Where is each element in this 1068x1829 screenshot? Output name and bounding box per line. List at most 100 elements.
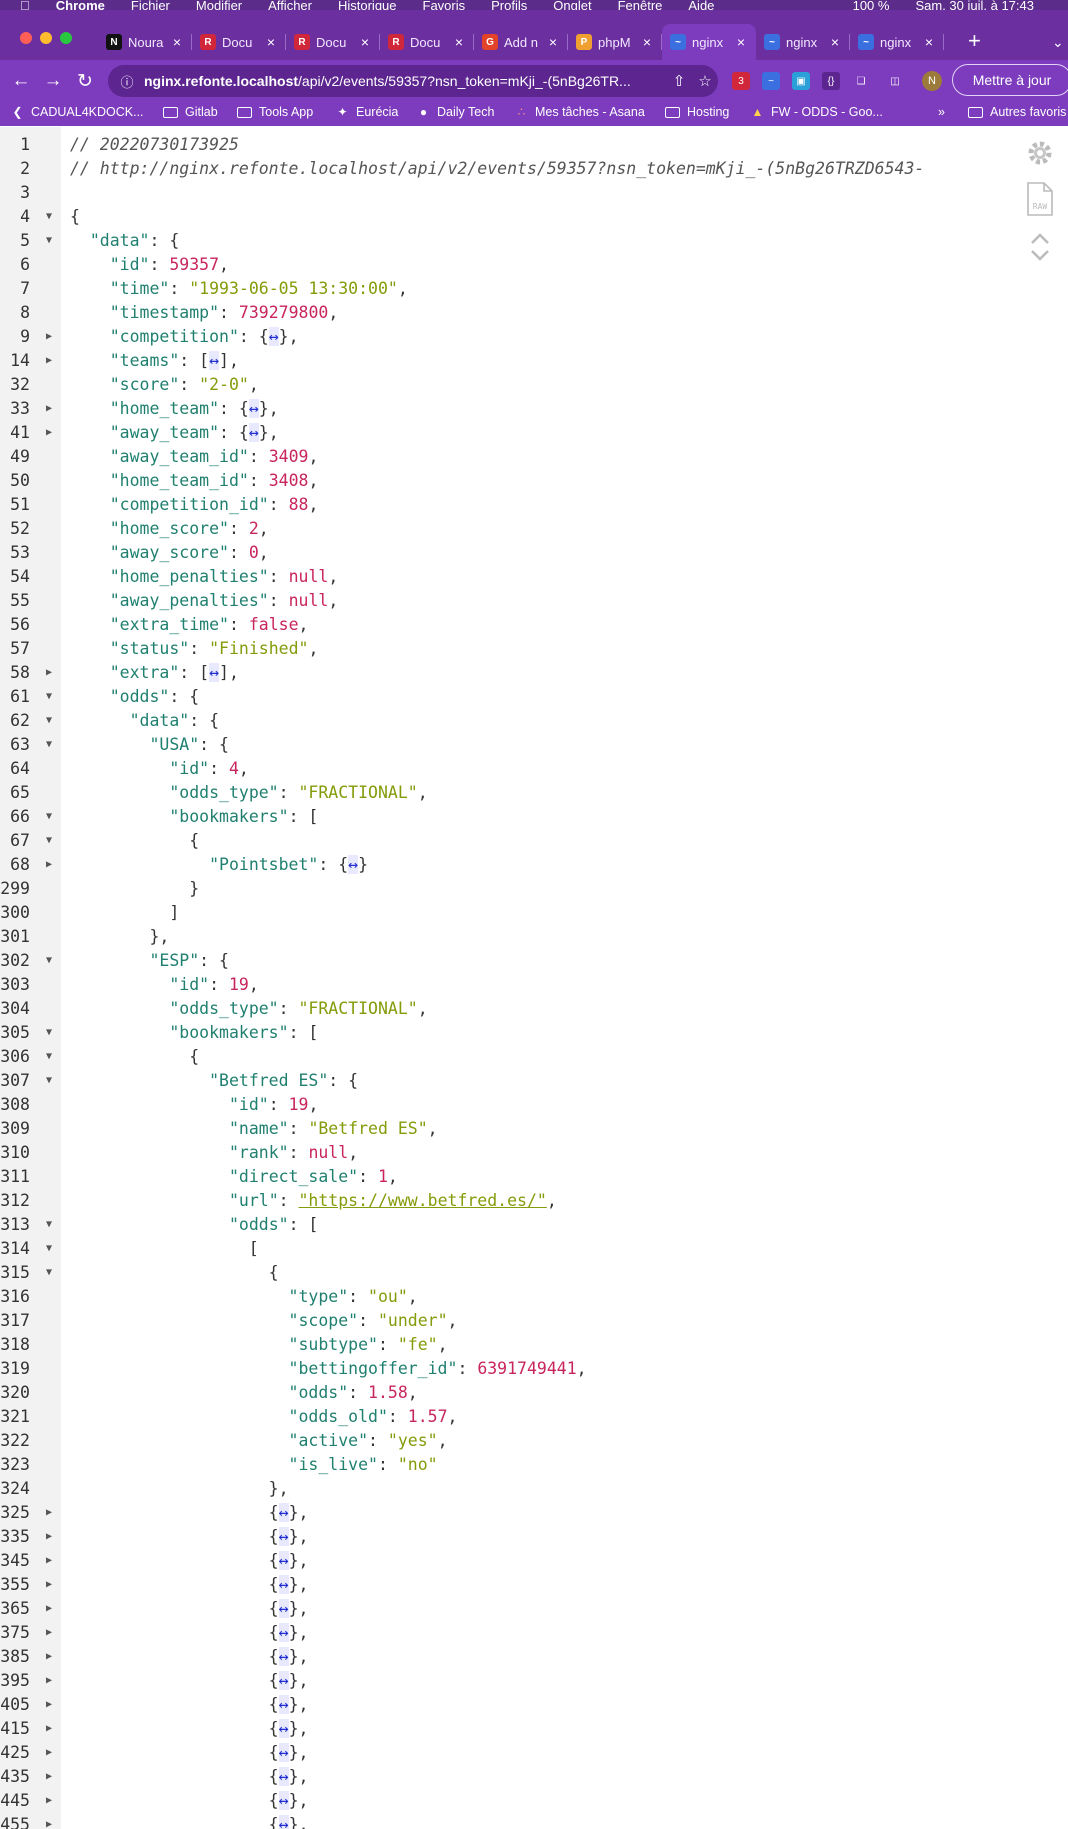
- fold-collapsed-icon[interactable]: ▶: [45, 1699, 53, 1710]
- tab-close-icon[interactable]: ×: [924, 34, 934, 50]
- extension-window-icon[interactable]: ▣: [792, 72, 810, 90]
- fold-collapsed-icon[interactable]: ▶: [45, 859, 53, 870]
- site-info-icon[interactable]: ⓘ: [120, 74, 134, 90]
- fold-expanded-icon[interactable]: ▼: [45, 1267, 53, 1278]
- collapse-all-icon[interactable]: [1031, 233, 1049, 244]
- maximize-window-button[interactable]: [60, 32, 72, 44]
- apple-icon[interactable]: : [20, 0, 30, 10]
- menu-app-name[interactable]: Chrome: [46, 0, 105, 10]
- expand-collapsed-button[interactable]: ↔: [278, 1743, 289, 1762]
- bookmark-gitlab[interactable]: Gitlab: [163, 105, 218, 119]
- fold-collapsed-icon[interactable]: ▶: [45, 331, 53, 342]
- menu-aide[interactable]: Aide: [678, 0, 714, 10]
- fold-collapsed-icon[interactable]: ▶: [45, 1771, 53, 1782]
- tab-close-icon[interactable]: ×: [454, 34, 464, 50]
- fold-collapsed-icon[interactable]: ▶: [45, 1603, 53, 1614]
- extension-calendar-icon[interactable]: 3: [732, 72, 750, 90]
- bookmark-asana[interactable]: ∴Mes tâches - Asana: [514, 105, 645, 119]
- expand-collapsed-button[interactable]: ↔: [278, 1791, 289, 1810]
- expand-all-icon[interactable]: [1031, 250, 1049, 261]
- fold-collapsed-icon[interactable]: ▶: [45, 403, 53, 414]
- menu-historique[interactable]: Historique: [328, 0, 397, 10]
- expand-collapsed-button[interactable]: ↔: [278, 1575, 289, 1594]
- fold-collapsed-icon[interactable]: ▶: [45, 1651, 53, 1662]
- expand-collapsed-button[interactable]: ↔: [278, 1671, 289, 1690]
- settings-gear-icon[interactable]: [1028, 141, 1052, 165]
- side-panel-icon[interactable]: ◫: [890, 75, 900, 87]
- profile-avatar[interactable]: N: [922, 71, 942, 91]
- tab-close-icon[interactable]: ×: [642, 34, 652, 50]
- reload-button[interactable]: ↻: [77, 70, 93, 92]
- bookmark-star-icon[interactable]: ☆: [698, 73, 712, 90]
- tab-close-icon[interactable]: ×: [172, 34, 182, 50]
- tab-close-icon[interactable]: ×: [736, 34, 746, 50]
- expand-collapsed-button[interactable]: ↔: [278, 1719, 289, 1738]
- fold-expanded-icon[interactable]: ▼: [45, 739, 53, 750]
- fold-expanded-icon[interactable]: ▼: [45, 1243, 53, 1254]
- tab-close-icon[interactable]: ×: [830, 34, 840, 50]
- fold-expanded-icon[interactable]: ▼: [45, 835, 53, 846]
- expand-collapsed-button[interactable]: ↔: [278, 1599, 289, 1618]
- bookmark-tools-app[interactable]: Tools App: [237, 105, 313, 119]
- tab-close-icon[interactable]: ×: [548, 34, 558, 50]
- menu-modifier[interactable]: Modifier: [186, 0, 242, 10]
- fold-expanded-icon[interactable]: ▼: [45, 235, 53, 246]
- address-bar[interactable]: ⓘ nginx.refonte.localhost/api/v2/events/…: [108, 65, 718, 97]
- expand-collapsed-button[interactable]: ↔: [278, 1815, 289, 1829]
- expand-collapsed-button[interactable]: ↔: [278, 1647, 289, 1666]
- bookmark-eurecia[interactable]: ✦Eurécia: [335, 105, 398, 119]
- menu-fenetre[interactable]: Fenêtre: [607, 0, 663, 10]
- extension-json-icon[interactable]: {}: [822, 72, 840, 90]
- fold-collapsed-icon[interactable]: ▶: [45, 1747, 53, 1758]
- expand-collapsed-button[interactable]: ↔: [209, 351, 220, 370]
- tab-8[interactable]: ~nginx×: [850, 24, 944, 60]
- new-tab-button[interactable]: +: [968, 28, 981, 53]
- back-button[interactable]: ←: [11, 70, 31, 91]
- expand-collapsed-button[interactable]: ↔: [278, 1695, 289, 1714]
- expand-collapsed-button[interactable]: ↔: [278, 1767, 289, 1786]
- fold-collapsed-icon[interactable]: ▶: [45, 1819, 53, 1829]
- extensions-puzzle-icon[interactable]: ❏: [856, 75, 866, 87]
- fold-collapsed-icon[interactable]: ▶: [45, 1675, 53, 1686]
- fold-collapsed-icon[interactable]: ▶: [45, 1795, 53, 1806]
- bookmarks-overflow-button[interactable]: »: [938, 105, 945, 119]
- expand-collapsed-button[interactable]: ↔: [248, 423, 259, 442]
- fold-expanded-icon[interactable]: ▼: [45, 1051, 53, 1062]
- battery-percent[interactable]: 100 %: [852, 0, 890, 10]
- tab-7[interactable]: ~nginx×: [756, 24, 850, 60]
- fold-collapsed-icon[interactable]: ▶: [45, 667, 53, 678]
- extension-nginx-icon[interactable]: ~: [762, 72, 780, 90]
- menu-afficher[interactable]: Afficher: [258, 0, 312, 10]
- fold-collapsed-icon[interactable]: ▶: [45, 355, 53, 366]
- expand-collapsed-button[interactable]: ↔: [278, 1551, 289, 1570]
- menu-favoris[interactable]: Favoris: [412, 0, 466, 10]
- fold-expanded-icon[interactable]: ▼: [45, 211, 53, 222]
- bookmark-fw-odds[interactable]: ▲FW - ODDS - Goo...: [751, 105, 883, 119]
- fold-expanded-icon[interactable]: ▼: [45, 1027, 53, 1038]
- json-url-link[interactable]: "https://www.betfred.es/": [298, 1191, 547, 1210]
- menu-clock[interactable]: Sam. 30 juil. à 17:43: [915, 0, 1034, 10]
- tab-close-icon[interactable]: ×: [266, 34, 276, 50]
- expand-collapsed-button[interactable]: ↔: [278, 1503, 289, 1522]
- fold-expanded-icon[interactable]: ▼: [45, 1075, 53, 1086]
- fold-collapsed-icon[interactable]: ▶: [45, 427, 53, 438]
- fold-collapsed-icon[interactable]: ▶: [45, 1723, 53, 1734]
- fold-expanded-icon[interactable]: ▼: [45, 715, 53, 726]
- tab-close-icon[interactable]: ×: [360, 34, 370, 50]
- forward-button[interactable]: →: [43, 70, 63, 91]
- menu-onglet[interactable]: Onglet: [543, 0, 591, 10]
- expand-collapsed-button[interactable]: ↔: [248, 399, 259, 418]
- bookmark-daily-tech[interactable]: ●Daily Tech: [416, 105, 495, 119]
- raw-view-icon[interactable]: RAW: [1027, 182, 1053, 216]
- expand-collapsed-button[interactable]: ↔: [278, 1623, 289, 1642]
- fold-expanded-icon[interactable]: ▼: [45, 811, 53, 822]
- fold-collapsed-icon[interactable]: ▶: [45, 1531, 53, 1542]
- expand-collapsed-button[interactable]: ↔: [348, 855, 359, 874]
- expand-collapsed-button[interactable]: ↔: [268, 327, 279, 346]
- fold-expanded-icon[interactable]: ▼: [45, 955, 53, 966]
- fold-collapsed-icon[interactable]: ▶: [45, 1507, 53, 1518]
- fold-collapsed-icon[interactable]: ▶: [45, 1555, 53, 1566]
